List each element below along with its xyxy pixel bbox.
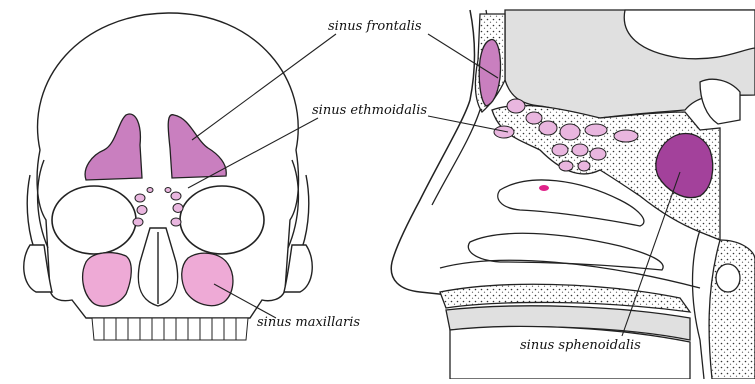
turbinate-upper	[498, 180, 644, 226]
label-sinus-ethmoidalis: sinus ethmoidalis	[312, 103, 427, 118]
sagittal-view	[391, 10, 755, 379]
teeth	[92, 318, 248, 340]
orbit-left	[52, 186, 136, 254]
label-sinus-maxillaris: sinus maxillaris	[257, 315, 360, 330]
nasolacrimal-opening	[539, 185, 549, 191]
turbinate-middle	[468, 233, 663, 270]
face-profile	[391, 10, 474, 296]
atlas-bone	[716, 264, 740, 292]
frontal-skull	[24, 13, 313, 340]
cervical-dotted	[709, 240, 755, 379]
label-sinus-sphenoidalis: sinus sphenoidalis	[520, 338, 641, 353]
orbit-right	[180, 186, 264, 254]
pharynx-line	[693, 230, 705, 379]
pituitary-area	[700, 79, 740, 124]
label-sinus-frontalis: sinus frontalis	[328, 19, 422, 34]
